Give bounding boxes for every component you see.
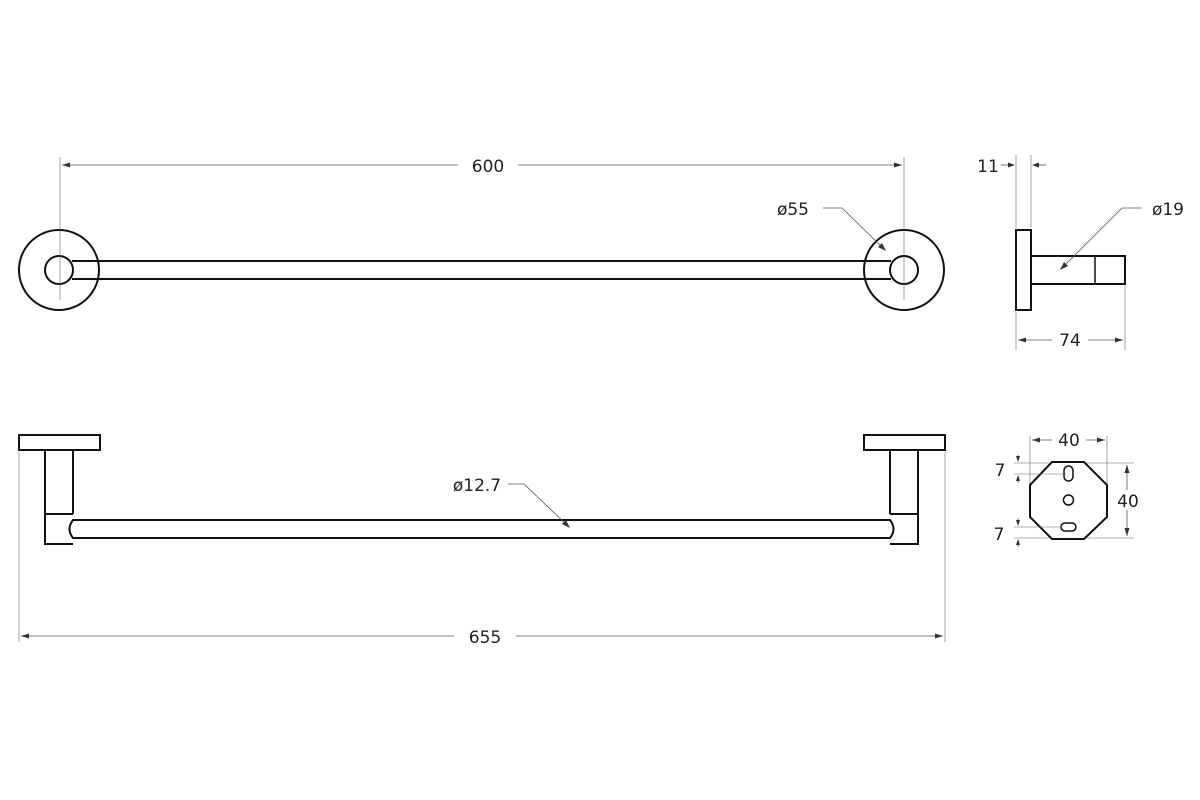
dimension-label-plate-width: 40 (1058, 431, 1080, 451)
dimension-label-655: 655 (469, 628, 501, 648)
arrowhead (1016, 475, 1020, 481)
top-slot-hole (1063, 465, 1074, 482)
arrowhead (1032, 437, 1040, 443)
arrowhead (1032, 162, 1039, 168)
arrowhead (562, 520, 570, 528)
arrowhead (1124, 465, 1130, 473)
arrowhead (1018, 337, 1026, 343)
leader-line-flange (823, 207, 885, 250)
label-mask (454, 621, 516, 651)
dimension-label-600: 600 (472, 157, 504, 177)
arrowhead (1124, 528, 1130, 536)
arrowhead (878, 243, 886, 251)
arrowhead (1115, 337, 1123, 343)
arrowhead (62, 162, 70, 168)
towel-bar-top (72, 260, 891, 280)
octagonal-plate (1029, 461, 1108, 540)
arrowhead (1016, 539, 1020, 545)
leader-line-bar (508, 483, 569, 527)
right-bracket-base (863, 434, 946, 451)
arrowhead (1016, 456, 1020, 462)
arrowhead (1060, 262, 1068, 270)
left-flange-post (44, 255, 74, 285)
arrowhead (894, 162, 902, 168)
dimension-label-post-diameter: ø19 (1152, 200, 1184, 220)
dimension-label-hole-offset-top: 7 (995, 461, 1006, 481)
dimension-label-hole-offset-bottom: 7 (994, 525, 1005, 545)
label-mask (458, 150, 518, 180)
dimension-label-flange-diameter: ø55 (777, 200, 809, 220)
towel-bar-front (68, 519, 895, 539)
arrowhead (1016, 520, 1020, 526)
support-post (1030, 255, 1126, 285)
left-flange (18, 229, 100, 311)
mounting-base (1015, 229, 1032, 311)
arrowhead (1008, 162, 1015, 168)
front-view: ø12.7 655 (18, 434, 946, 651)
dimension-label-11: 11 (977, 157, 999, 177)
dimension-label-74: 74 (1059, 331, 1081, 351)
dimension-label-bar-diameter: ø12.7 (453, 476, 501, 496)
dimension-label-plate-height: 40 (1117, 492, 1139, 512)
top-view: 600 ø55 (18, 150, 945, 311)
center-hole (1062, 494, 1075, 506)
arrowhead (21, 633, 29, 639)
leader-line-post (1061, 207, 1142, 269)
arrowhead (935, 633, 943, 639)
label-mask (1052, 429, 1086, 451)
right-bracket-post (889, 450, 919, 545)
left-bracket-post (44, 450, 74, 545)
label-mask (1052, 328, 1088, 352)
mounting-plate-view: 40 40 7 7 (994, 429, 1143, 547)
left-bracket-base (18, 434, 101, 451)
label-mask (1113, 490, 1143, 510)
bottom-slot-hole (1060, 522, 1077, 532)
arrowhead (1097, 437, 1105, 443)
side-view: 11 ø19 74 (977, 155, 1184, 352)
